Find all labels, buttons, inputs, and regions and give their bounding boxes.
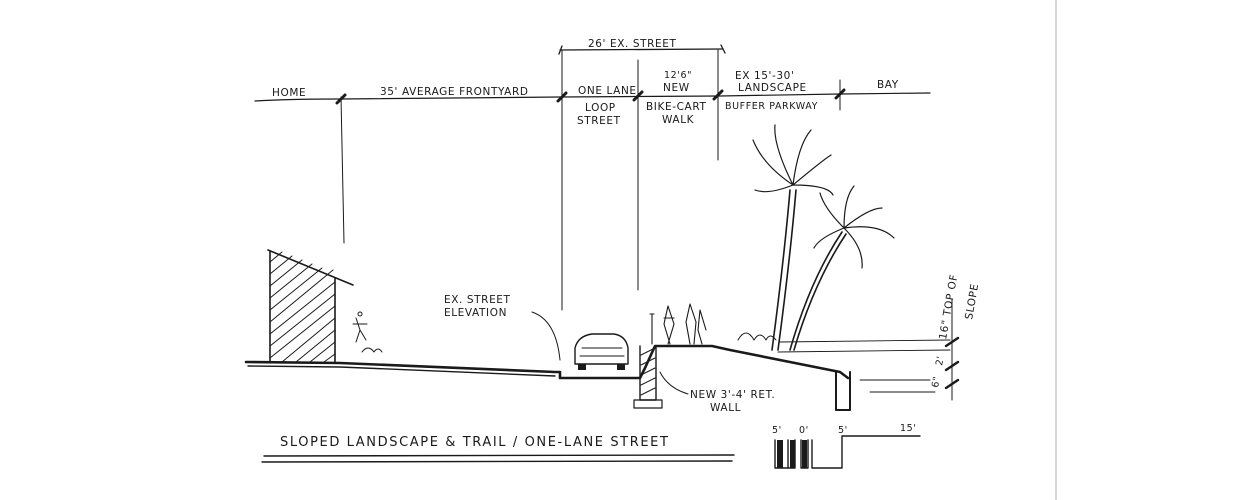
loop-label-1: LOOP [585, 102, 616, 114]
scale-label-0: 5' [772, 425, 782, 436]
wall-leader [659, 371, 689, 395]
ex-elevation-label-1: EX. STREET [444, 294, 511, 306]
buffer-label: BUFFER PARKWAY [725, 101, 818, 112]
dim-6-label: 6" [930, 375, 943, 388]
zone-dividers [335, 49, 846, 311]
wall-label-2: WALL [710, 402, 741, 414]
car-sketch [574, 333, 629, 370]
street-width-label: 26' EX. STREET [588, 38, 677, 50]
palm-trees [737, 124, 895, 351]
bike-label-1: BIKE-CART [646, 101, 706, 113]
bike-label-2: WALK [662, 114, 695, 126]
new-width-label: 12'6" [664, 70, 692, 81]
scale-bar: 5' 0' 5' 15' [772, 423, 921, 469]
dim-2-label: 2' [934, 355, 947, 367]
home-label: HOME [272, 87, 306, 99]
street-dimension: 26' EX. STREET [558, 38, 726, 55]
trail-figures [649, 303, 707, 345]
scale-label-2: 5' [838, 425, 848, 436]
scale-label-1: 0' [799, 425, 809, 436]
loop-label-2: STREET [577, 115, 621, 127]
top-slope-label-1: 16" TOP OF [937, 273, 960, 340]
one-lane-label: ONE LANE [578, 85, 637, 97]
ground-section [244, 339, 951, 411]
top-slope-label-2: SLOPE [963, 283, 981, 321]
wall-label-1: NEW 3'-4' RET. [690, 389, 775, 401]
ex-elevation-label-2: ELEVATION [444, 307, 507, 319]
ex-landscape-label-2: LANDSCAPE [738, 82, 807, 94]
bay-label: BAY [877, 79, 899, 91]
caption-block: SLOPED LANDSCAPE & TRAIL / ONE-LANE STRE… [261, 435, 735, 463]
ex-elevation-leader [531, 311, 561, 361]
top-ground-line [254, 92, 931, 102]
house-drawing [267, 249, 383, 363]
scale-label-3: 15' [900, 423, 917, 434]
caption-title: SLOPED LANDSCAPE & TRAIL / ONE-LANE STRE… [280, 435, 670, 450]
slope-dimension: 16" TOP OF SLOPE 2' 6" [930, 273, 981, 401]
new-label: NEW [663, 82, 690, 94]
frontyard-label: 35' AVERAGE FRONTYARD [380, 86, 529, 98]
ex-landscape-label-1: EX 15'-30' [735, 70, 794, 82]
